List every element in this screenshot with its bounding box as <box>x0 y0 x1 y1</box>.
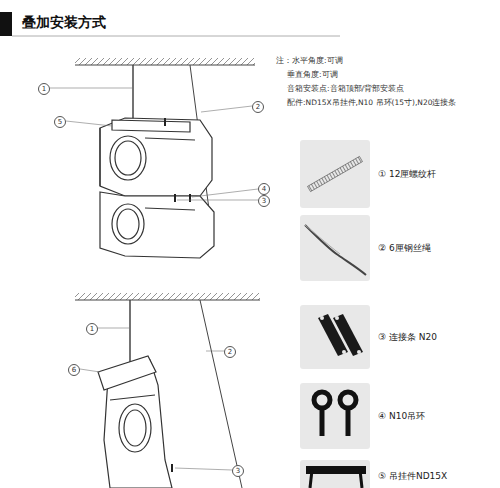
callout-number: 3 <box>232 465 244 477</box>
callout-number: 2 <box>224 346 236 358</box>
part-label: ③ 连接条 N20 <box>378 331 437 344</box>
part-label: ① 12厘螺纹杆 <box>378 168 436 181</box>
part-label: ⑤ 吊挂件ND15X <box>378 470 447 483</box>
note-line: 音箱安装点:音箱顶部/背部安装点 <box>287 84 404 94</box>
callout-number: 3 <box>258 195 270 207</box>
section-title: 叠加安装方式 <box>22 14 106 32</box>
note-line: 垂直角度:可调 <box>287 70 338 80</box>
part-label: ② 6厘钢丝绳 <box>378 242 431 255</box>
part-label: ④ N10吊环 <box>378 410 425 423</box>
callout-number: 6 <box>68 364 80 376</box>
note-line: 注：水平角度:可调 <box>276 56 343 66</box>
callout-number: 1 <box>86 323 98 335</box>
callout-number: 5 <box>54 116 66 128</box>
callout-number: 4 <box>258 183 270 195</box>
note-line: 配件:ND15X吊挂件,N10 吊环(15寸),N20连接条 <box>287 98 456 108</box>
callout-number: 1 <box>38 83 50 95</box>
callout-number: 2 <box>252 101 264 113</box>
